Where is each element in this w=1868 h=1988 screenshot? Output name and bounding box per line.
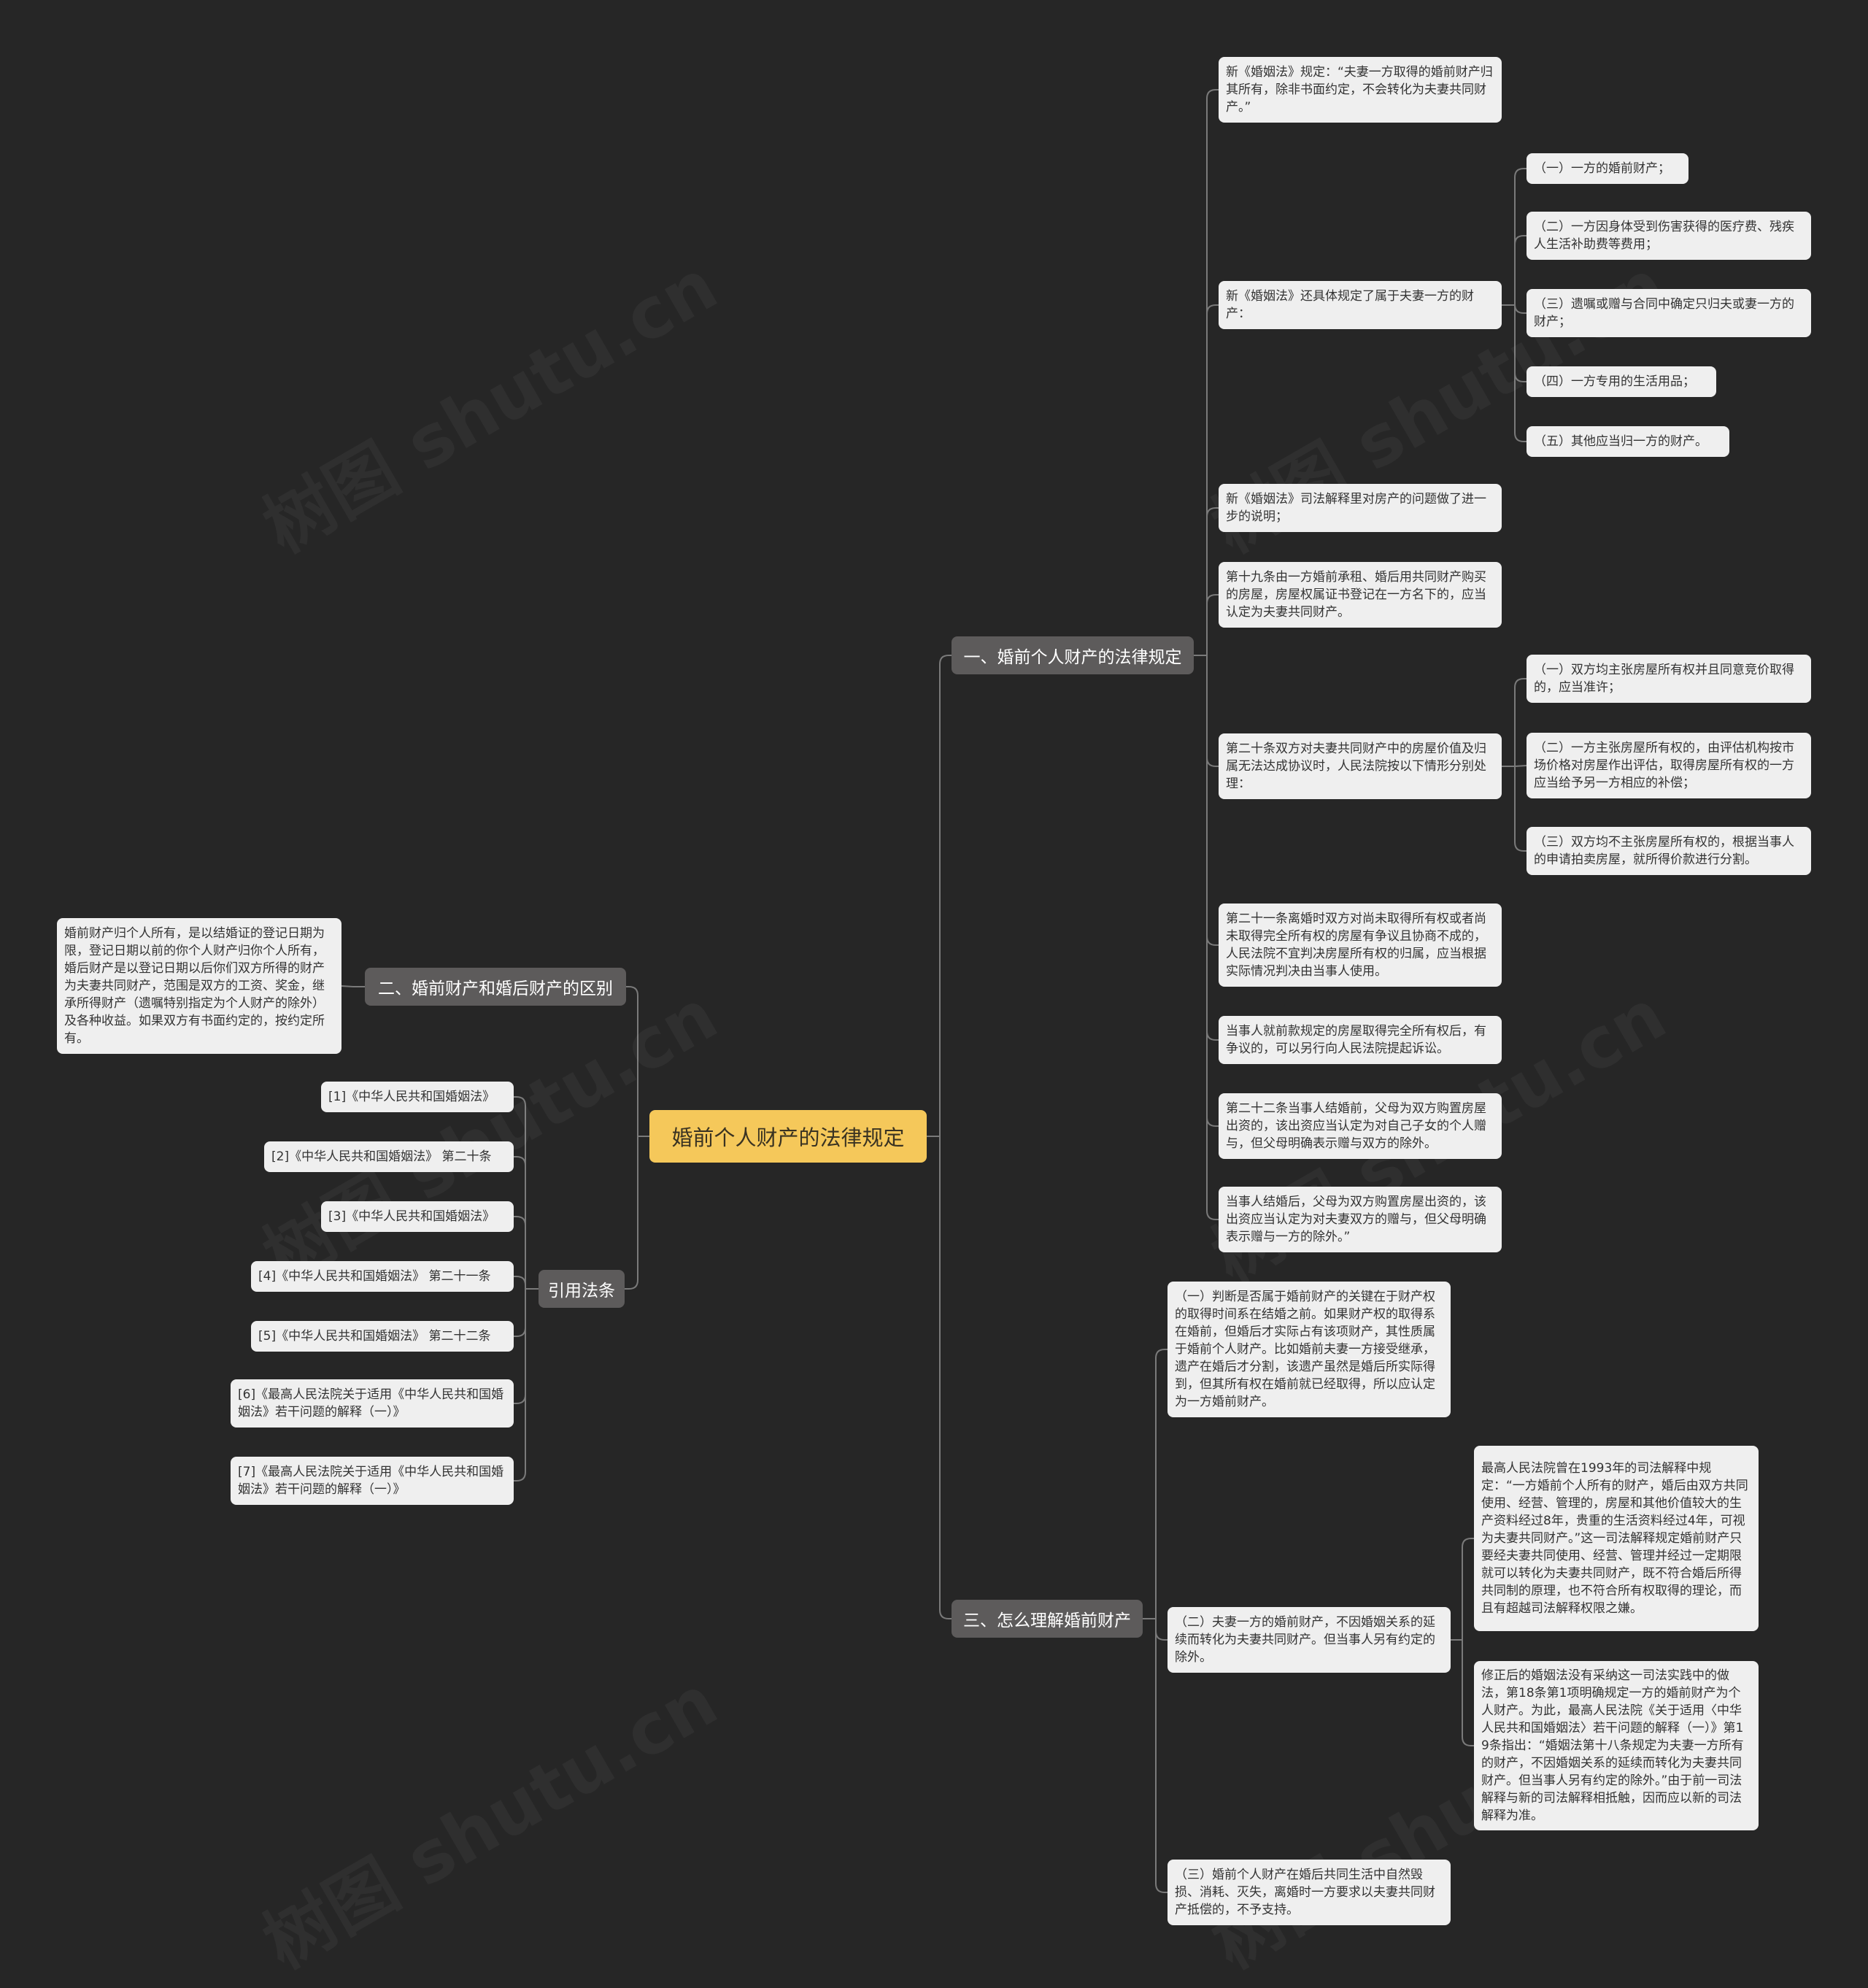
leaf-article-20[interactable]: 第二十条双方对夫妻共同财产中的房屋价值及归属无法达成协议时，人民法院按以下情形分… [1219,733,1502,799]
leaf-house-1[interactable]: （一）双方均主张房屋所有权并且同意竞价取得的，应当准许； [1527,655,1811,703]
cited-law-6[interactable]: [6]《最高人民法院关于适用《中华人民共和国婚姻法》若干问题的解释（一）》 [231,1379,514,1428]
connector-line [1514,305,1527,382]
connector-line [341,985,354,987]
connector-line [1206,655,1219,767]
connector-line [514,1156,526,1289]
leaf-article-22[interactable]: 第二十二条当事人结婚前，父母为双方购置房屋出资的，该出资应当认定为对自己子女的个… [1219,1093,1502,1159]
connector-line [514,1276,526,1289]
leaf-difference-detail[interactable]: 婚前财产归个人所有，是以结婚证的登记日期为限，登记日期以前的你个人财产归你个人所… [57,918,341,1054]
cited-law-3[interactable]: [3]《中华人民共和国婚姻法》 [321,1201,514,1232]
connector-line [1462,1538,1474,1640]
leaf-personal-property-list[interactable]: 新《婚姻法》还具体规定了属于夫妻一方的财产： [1219,281,1502,329]
connector-line [1206,304,1219,655]
connector-line [1155,1619,1168,1641]
connector-line [1462,1640,1474,1746]
connector-line [1206,89,1219,655]
connector-line [1514,678,1527,766]
connector-line [514,1289,526,1337]
connector-line [1206,655,1219,1041]
branch-difference[interactable]: 二、婚前财产和婚后财产的区别 [365,968,626,1006]
connector-line [1514,235,1527,305]
connector-line [1514,168,1527,305]
connector-line [1155,1349,1168,1619]
connector-line [1514,305,1527,442]
connector-line [1206,655,1219,1127]
leaf-after-marriage-gift[interactable]: 当事人结婚后，父母为双方购置房屋出资的，该出资应当认定为对夫妻双方的赠与，但父母… [1219,1187,1502,1252]
connector-line [939,655,952,1136]
leaf-property-3[interactable]: （三）遗嘱或赠与合同中确定只归夫或妻一方的财产； [1527,289,1811,337]
leaf-interpretation-1993[interactable]: 最高人民法院曾在1993年的司法解释中规定：“一方婚前个人所有的财产，婚后由双方… [1474,1446,1759,1631]
connector-line [626,986,638,1136]
leaf-article-21[interactable]: 第二十一条离婚时双方对尚未取得所有权或者尚未取得完全所有权的房屋有争议且协商不成… [1219,904,1502,987]
connector-line [1206,655,1219,946]
connector-line [625,1136,638,1290]
leaf-lawsuit[interactable]: 当事人就前款规定的房屋取得完全所有权后，有争议的，可以另行向人民法院提起诉讼。 [1219,1016,1502,1064]
leaf-property-5[interactable]: （五）其他应当归一方的财产。 [1527,426,1729,457]
root-topic[interactable]: 婚前个人财产的法律规定 [649,1110,927,1163]
leaf-article-19[interactable]: 第十九条由一方婚前承租、婚后用共同财产购买的房屋，房屋权属证书登记在一方名下的，… [1219,562,1502,628]
leaf-interpretation-revised[interactable]: 修正后的婚姻法没有采纳这一司法实践中的做法，第18条第1项明确规定一方的婚前财产… [1474,1661,1759,1830]
cited-law-2[interactable]: [2]《中华人民共和国婚姻法》 第二十条 [264,1141,514,1172]
connector-line [1206,507,1219,655]
branch-cited-laws[interactable]: 引用法条 [539,1270,625,1308]
branch-understanding[interactable]: 三、怎么理解婚前财产 [952,1600,1143,1638]
leaf-house-2[interactable]: （二）一方主张房屋所有权的，由评估机构按市场价格对房屋作出评估，取得房屋所有权的… [1527,733,1811,798]
cited-law-1[interactable]: [1]《中华人民共和国婚姻法》 [321,1082,514,1112]
connector-line [514,1289,526,1482]
connector-line [1206,594,1219,655]
branch-legal-provisions[interactable]: 一、婚前个人财产的法律规定 [952,636,1194,674]
connector-line [514,1216,526,1289]
connector-line [939,1136,952,1619]
cited-law-4[interactable]: [4]《中华人民共和国婚姻法》 第二十一条 [251,1261,514,1292]
connector-line [1514,766,1527,852]
cited-law-7[interactable]: [7]《最高人民法院关于适用《中华人民共和国婚姻法》若干问题的解释（一）》 [231,1457,514,1505]
connector-line [514,1096,526,1289]
connector-line [1514,304,1527,314]
leaf-house-3[interactable]: （三）双方均不主张房屋所有权的，根据当事人的申请拍卖房屋，就所得价款进行分割。 [1527,827,1811,875]
connector-line [514,1289,526,1404]
leaf-property-4[interactable]: （四）一方专用的生活用品； [1527,366,1716,397]
connector-line [1155,1619,1168,1893]
leaf-property-2[interactable]: （二）一方因身体受到伤害获得的医疗费、残疾人生活补助费等费用； [1527,212,1811,260]
connector-line [1206,655,1219,1220]
leaf-new-marriage-law[interactable]: 新《婚姻法》规定：“夫妻一方取得的婚前财产归其所有，除非书面约定，不会转化为夫妻… [1219,57,1502,123]
leaf-understanding-3[interactable]: （三）婚前个人财产在婚后共同生活中自然毁损、消耗、灭失，离婚时一方要求以夫妻共同… [1168,1860,1451,1925]
cited-law-5[interactable]: [5]《中华人民共和国婚姻法》 第二十二条 [251,1321,514,1352]
leaf-understanding-2[interactable]: （二）夫妻一方的婚前财产，不因婚姻关系的延续而转化为夫妻共同财产。但当事人另有约… [1168,1607,1451,1673]
leaf-understanding-1[interactable]: （一）判断是否属于婚前财产的关键在于财产权的取得时间系在结婚之前。如果财产权的取… [1168,1282,1451,1417]
leaf-property-1[interactable]: （一）一方的婚前财产； [1527,153,1688,184]
leaf-judicial-interpretation[interactable]: 新《婚姻法》司法解释里对房产的问题做了进一步的说明； [1219,484,1502,532]
